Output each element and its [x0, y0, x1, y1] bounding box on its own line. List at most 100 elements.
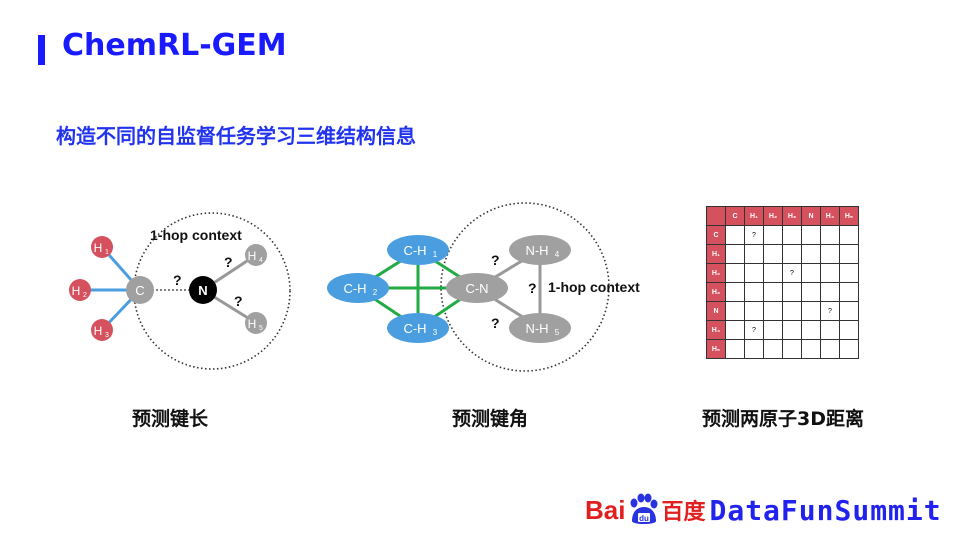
node-nh4: N-H 4: [509, 235, 571, 265]
baidu-paw-icon: du: [630, 493, 658, 524]
matrix-cell: [820, 244, 840, 264]
matrix-cell: [744, 301, 764, 321]
matrix-col-header: C: [725, 206, 745, 226]
svg-text:H: H: [94, 241, 103, 255]
svg-text:1: 1: [105, 249, 109, 256]
matrix-cell: [725, 263, 745, 283]
matrix-cell: [801, 282, 821, 302]
matrix-cell: [725, 282, 745, 302]
matrix-col-header: H₁: [744, 206, 764, 226]
matrix-cell: [782, 225, 802, 245]
matrix-col-header: H₃: [782, 206, 802, 226]
matrix-cell: ?: [744, 225, 764, 245]
svg-text:H: H: [94, 324, 103, 338]
matrix-cell: [782, 320, 802, 340]
matrix-cell: [763, 320, 783, 340]
matrix-cell: [820, 263, 840, 283]
matrix-cell: [839, 263, 859, 283]
context-label: 1-hop context: [150, 227, 242, 243]
svg-text:du: du: [640, 514, 650, 523]
svg-text:2: 2: [83, 292, 87, 299]
matrix-cell: ?: [782, 263, 802, 283]
matrix-cell: [839, 320, 859, 340]
svg-text:N-H: N-H: [525, 321, 548, 336]
svg-text:N: N: [198, 283, 207, 298]
matrix-cell: [763, 244, 783, 264]
question-mark: ?: [234, 293, 243, 309]
svg-text:2: 2: [373, 288, 378, 297]
matrix-cell: [782, 244, 802, 264]
svg-text:3: 3: [105, 332, 109, 339]
question-mark: ?: [528, 280, 537, 296]
matrix-cell: [801, 301, 821, 321]
matrix-row-header: N: [706, 301, 726, 321]
matrix-cell: [763, 282, 783, 302]
page-title: ChemRL-GEM: [62, 28, 287, 63]
node-ch1: C-H 1: [387, 235, 449, 265]
matrix-cell: [820, 225, 840, 245]
matrix-row-header: H₅: [706, 339, 726, 359]
matrix-cell: [725, 244, 745, 264]
question-mark: ?: [224, 254, 233, 270]
matrix-cell: [839, 282, 859, 302]
atom-h2: H 2: [69, 279, 91, 301]
matrix-cell: [820, 320, 840, 340]
context-circle: [440, 202, 610, 372]
matrix-cell: [839, 339, 859, 359]
matrix-cell: [763, 301, 783, 321]
matrix-row-header: H₂: [706, 263, 726, 283]
caption-bond-angle: 预测键角: [452, 408, 529, 430]
matrix-cell: [839, 301, 859, 321]
caption-distance: 预测两原子3D距离: [702, 408, 864, 430]
atom-h4: H 4: [245, 244, 267, 266]
baidu-logo-text: Bai: [585, 494, 626, 525]
matrix-row-header: H₃: [706, 282, 726, 302]
node-cn: C-N: [446, 273, 508, 303]
matrix-cell: [725, 225, 745, 245]
bond-length-diagram: H 1 H 2 H 3 C N H 4 H 5 1-hop context ? …: [69, 212, 291, 370]
atom-n: N: [189, 276, 217, 304]
atom-h3: H 3: [91, 319, 113, 341]
matrix-col-header: H₄: [820, 206, 840, 226]
matrix-cell: [744, 282, 764, 302]
svg-text:1: 1: [433, 250, 438, 259]
matrix-cell: [801, 263, 821, 283]
svg-text:H: H: [248, 249, 257, 263]
svg-text:H: H: [72, 284, 81, 298]
matrix-cell: [820, 339, 840, 359]
svg-text:N-H: N-H: [525, 243, 548, 258]
matrix-row-header: H₁: [706, 244, 726, 264]
matrix-cell: [744, 244, 764, 264]
matrix-cell: [801, 225, 821, 245]
svg-text:C-H: C-H: [343, 281, 366, 296]
svg-text:4: 4: [259, 257, 263, 264]
svg-text:4: 4: [555, 250, 560, 259]
matrix-row-header: C: [706, 225, 726, 245]
bond-angle-diagram: C-H 1 C-H 2 C-H 3 C-N N-H 4 N-H 5 ? ? ? …: [327, 202, 640, 372]
matrix-cell: [782, 282, 802, 302]
svg-text:3: 3: [433, 328, 438, 337]
svg-text:C: C: [135, 283, 144, 298]
matrix-cell: [801, 339, 821, 359]
svg-text:C-N: C-N: [465, 281, 488, 296]
node-nh5: N-H 5: [509, 313, 571, 343]
matrix-cell: [801, 320, 821, 340]
matrix-cell: [763, 263, 783, 283]
title-accent-bar: [38, 35, 45, 65]
node-ch2: C-H 2: [327, 273, 389, 303]
matrix-col-header: H₅: [839, 206, 859, 226]
svg-text:C-H: C-H: [403, 243, 426, 258]
context-label: 1-hop context: [548, 279, 640, 295]
matrix-col-header: H₂: [763, 206, 783, 226]
matrix-cell: [839, 225, 859, 245]
matrix-cell: [725, 301, 745, 321]
matrix-cell: [782, 301, 802, 321]
matrix-col-header: N: [801, 206, 821, 226]
svg-text:5: 5: [555, 328, 560, 337]
matrix-cell: [725, 320, 745, 340]
matrix-cell: [725, 339, 745, 359]
footer-logos: Bai du 百度 DataFunSummit: [585, 490, 942, 530]
caption-bond-length: 预测键长: [132, 408, 209, 430]
atom-h5: H 5: [245, 312, 267, 334]
